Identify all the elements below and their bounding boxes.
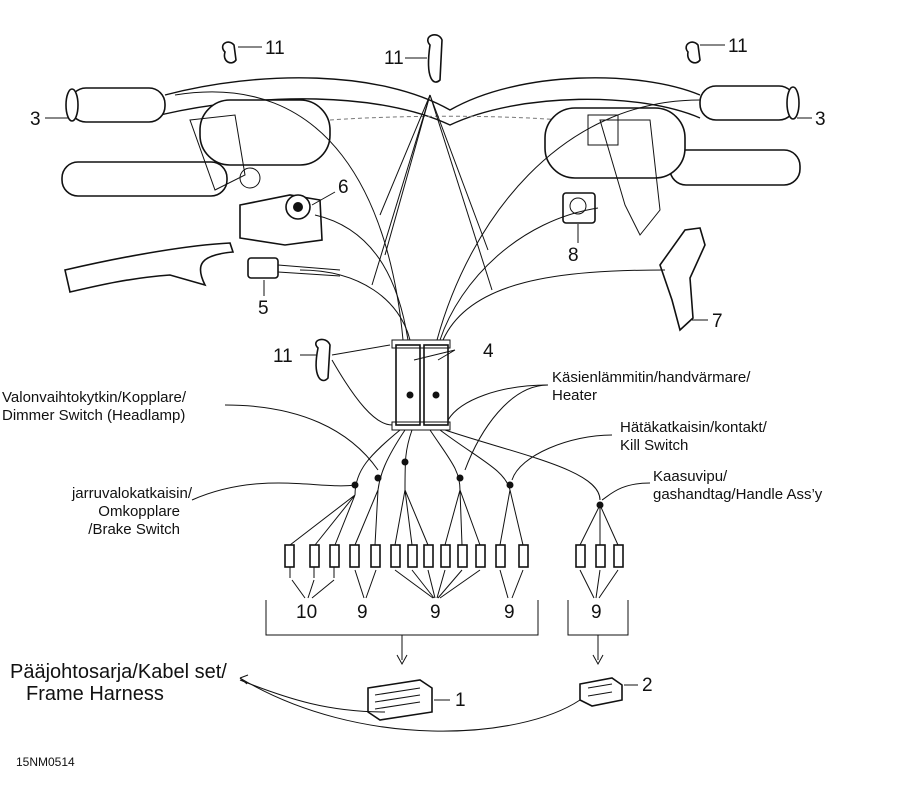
connector-1-part [367,679,433,721]
svg-text:gashandtag/Handle Ass’y: gashandtag/Handle Ass’y [653,486,823,503]
callout-9-b: 9 [430,602,441,623]
terminals [284,544,624,578]
svg-text:/Brake Switch: /Brake Switch [88,521,180,538]
callout-9-d: 9 [591,602,602,623]
callout-11-top-right: 11 [728,36,748,57]
splice-housings [391,339,451,431]
connector-brackets [265,600,629,666]
svg-text:Hätäkatkaisin/kontakt/: Hätäkatkaisin/kontakt/ [620,419,768,436]
frame-label-line1: Pääjohtosarja/Kabel set/ [10,661,227,683]
callout-numbers: 11 11 11 3 3 6 8 5 7 11 4 10 9 9 9 9 1 2 [30,36,826,711]
frame-harness-leaders [239,674,581,732]
brake-label-line2: Omkopplare [98,503,180,520]
kill-label-line1: Hätäkatkaisin/kontakt/ [620,419,768,436]
dimmer-label-line2: Dimmer Switch (Headlamp) [2,407,185,424]
callout-10: 10 [296,602,317,623]
right-heated-grip [544,107,801,236]
left-grip [65,87,166,123]
svg-text:Omkopplare: Omkopplare [98,503,180,520]
callout-3-right: 3 [815,109,826,130]
callout-5: 5 [258,298,269,319]
callout-6: 6 [338,177,349,198]
callout-9-a: 9 [357,602,368,623]
brake-label-line3: /Brake Switch [88,521,180,538]
svg-text:Pääjohtosarja/Kabel set/: Pääjohtosarja/Kabel set/ [10,661,227,683]
callout-11-middle: 11 [273,346,293,367]
dimmer-switch-part [239,194,323,246]
connector-2-part [579,677,623,707]
callout-4: 4 [483,341,494,362]
throttle-label-line1: Kaasuvipu/ [653,468,728,485]
callout-7: 7 [712,311,723,332]
callout-8: 8 [568,245,579,266]
brake-switch-part [247,257,341,279]
svg-text:Kaasuvipu/: Kaasuvipu/ [653,468,728,485]
callout-11-top-left: 11 [265,38,285,59]
callout-11-top-center: 11 [384,48,404,69]
svg-text:Käsienlämmitin/handvärmare/: Käsienlämmitin/handvärmare/ [552,369,751,386]
terminal-leaders [291,569,619,599]
svg-text:Heater: Heater [552,387,597,404]
wires-lower [289,429,619,546]
kill-switch-part [562,192,596,224]
brake-lever [64,242,235,293]
svg-text:Valonvaihtokytkin/Kopplare/: Valonvaihtokytkin/Kopplare/ [2,389,187,406]
svg-text:Dimmer Switch (Headlamp): Dimmer Switch (Headlamp) [2,407,185,424]
svg-text:Frame Harness: Frame Harness [26,683,164,705]
drawing-code: 15NM0514 [16,755,75,769]
cable-ties [221,34,725,426]
label-leaders [191,349,651,501]
callout-1: 1 [455,690,466,711]
heater-label-line2: Heater [552,387,597,404]
left-heated-grip [61,99,331,197]
callout-3-left: 3 [30,109,41,130]
frame-label-line2: Frame Harness [26,683,164,705]
svg-text:jarruvalokatkaisin/: jarruvalokatkaisin/ [71,485,193,502]
wires-upper [174,91,701,341]
kill-label-line2: Kill Switch [620,437,688,454]
heater-label-line1: Käsienlämmitin/handvärmare/ [552,369,751,386]
callout-2: 2 [642,675,653,696]
throttle-label-line2: gashandtag/Handle Ass’y [653,486,823,503]
right-grip [699,85,800,121]
svg-text:Kill Switch: Kill Switch [620,437,688,454]
component-labels: Valonvaihtokytkin/Kopplare/ Dimmer Switc… [2,369,823,769]
brake-label-line1: jarruvalokatkaisin/ [71,485,193,502]
dimmer-label-line1: Valonvaihtokytkin/Kopplare/ [2,389,187,406]
callout-9-c: 9 [504,602,515,623]
throttle-handle-part [659,227,706,332]
